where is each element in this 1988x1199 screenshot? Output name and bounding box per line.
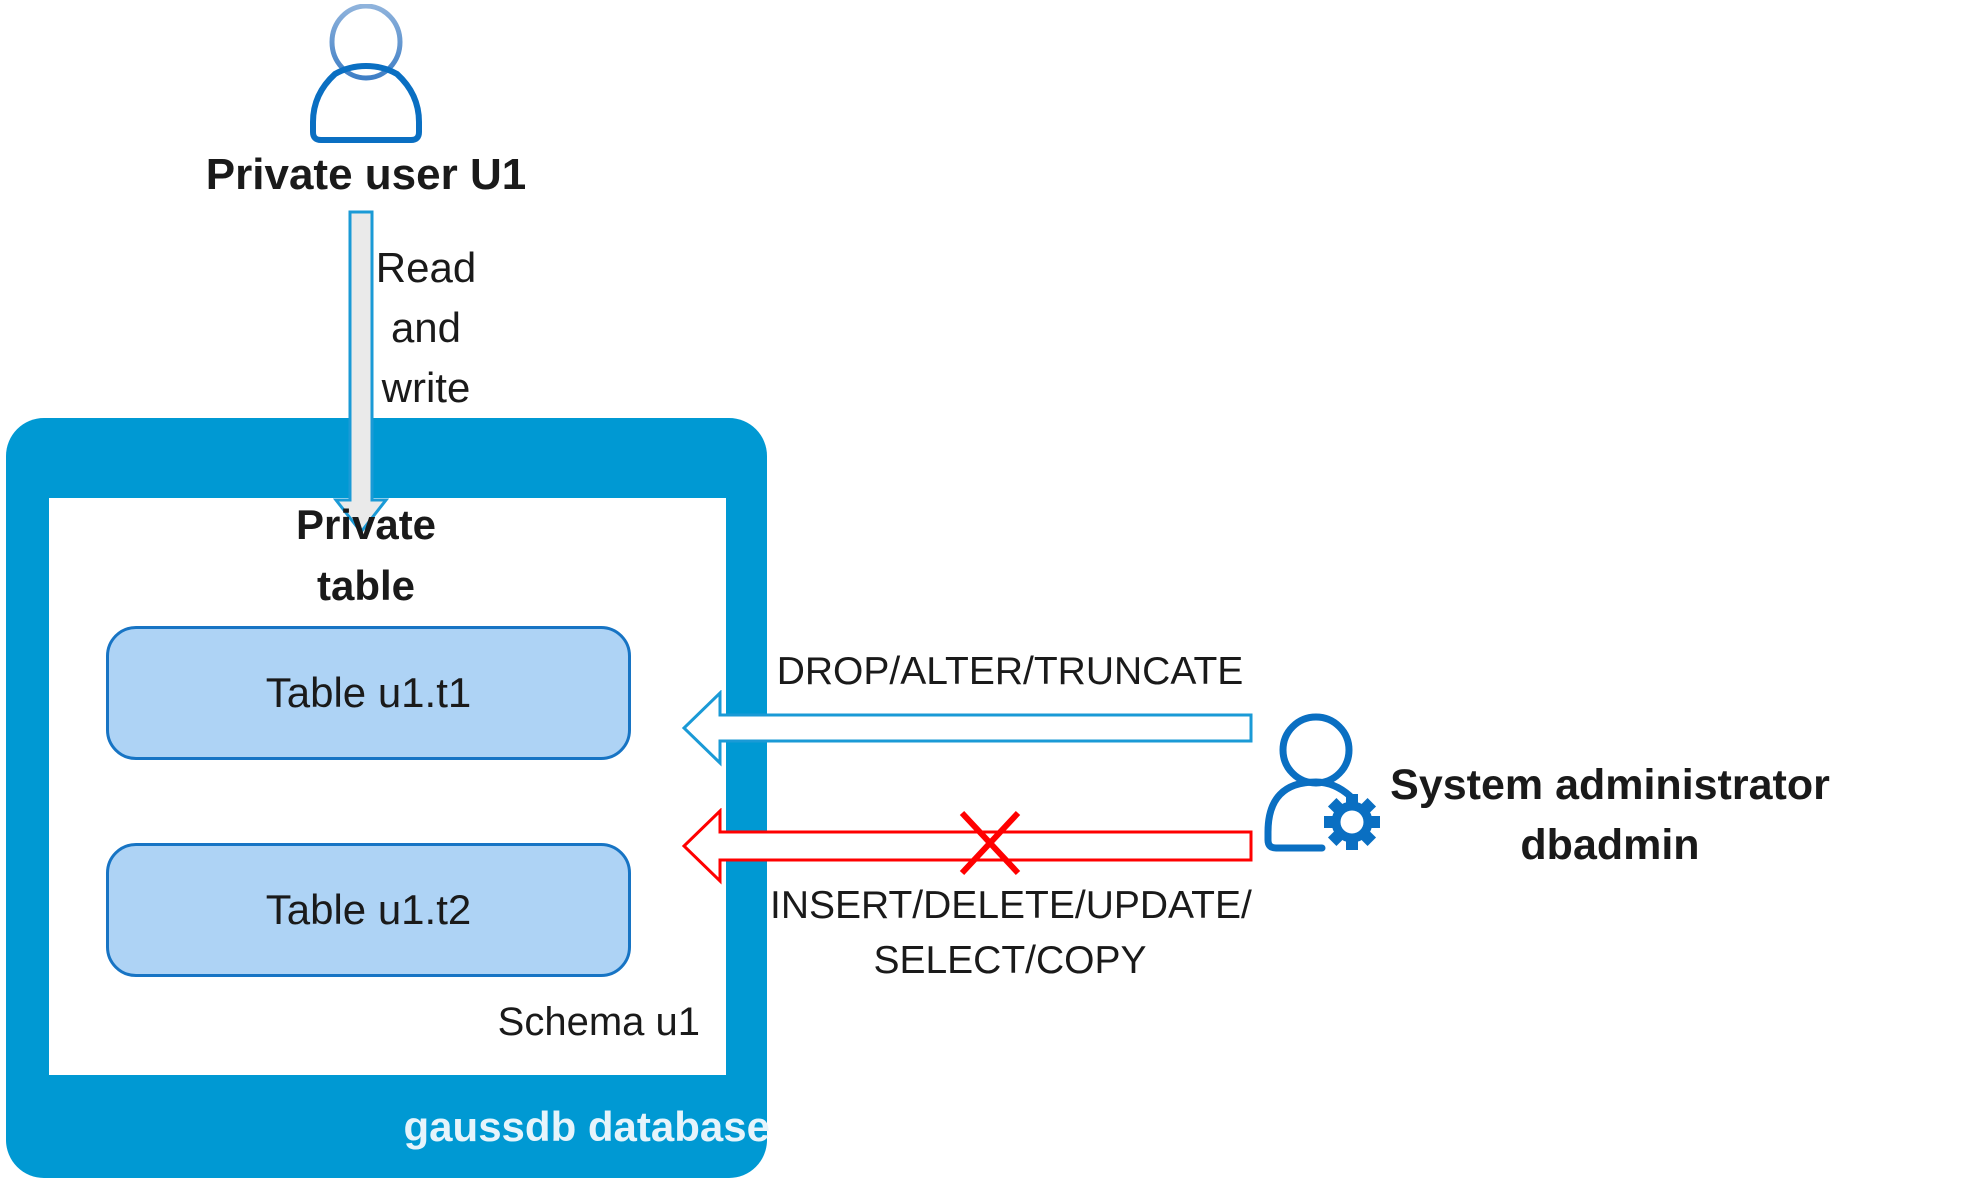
read-write-label: Read and write [370, 238, 482, 418]
denied-operations-line: INSERT/DELETE/UPDATE/ [770, 884, 1252, 927]
table-u1-t2[interactable]: Table u1.t2 [106, 843, 631, 977]
admin-label: System administrator dbadmin [1380, 755, 1840, 875]
read-write-line: Read [375, 244, 477, 291]
denied-arrow [681, 808, 1253, 885]
read-write-line: and [390, 304, 462, 351]
table-u1-t1[interactable]: Table u1.t1 [106, 626, 631, 760]
allowed-arrow [681, 690, 1253, 767]
denied-operations-line: SELECT/COPY [873, 939, 1147, 982]
user-gear-icon [1264, 713, 1380, 852]
private-table-heading: Private table [216, 494, 516, 616]
denied-operations-label: INSERT/DELETE/UPDATE/ SELECT/COPY [770, 878, 1252, 988]
database-label: gaussdb database [403, 1103, 770, 1150]
schema-label: Schema u1 [497, 1000, 700, 1044]
admin-label-line: dbadmin [1520, 821, 1700, 869]
schema-container [49, 498, 726, 1075]
private-user-label: Private user U1 [205, 150, 527, 199]
private-table-line: Private [295, 501, 437, 548]
cross-icon [959, 810, 1021, 876]
read-write-arrow [333, 210, 389, 535]
table-label: Table u1.t2 [265, 886, 472, 933]
admin-label-line: System administrator [1390, 761, 1830, 809]
read-write-line: write [381, 364, 471, 411]
private-table-line: table [316, 562, 416, 609]
user-icon [310, 4, 422, 143]
allowed-operations-label: DROP/ALTER/TRUNCATE [776, 650, 1244, 693]
table-label: Table u1.t1 [265, 669, 472, 716]
